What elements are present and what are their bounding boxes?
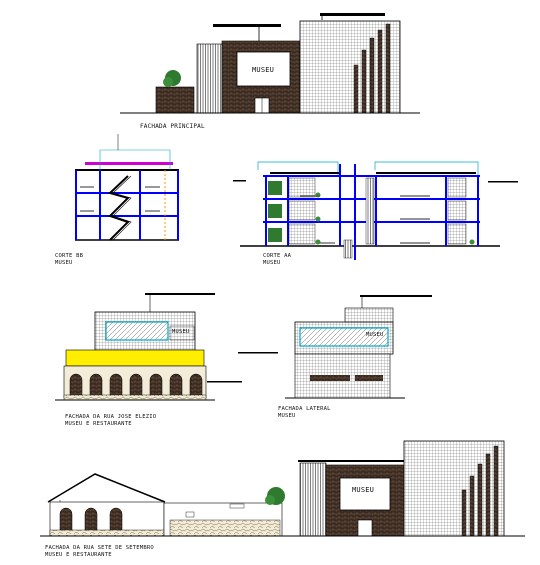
sign-museu-principal: MUSEU	[252, 66, 275, 74]
subtitle-fachada-sete: MUSEU E RESTAURANTE	[45, 552, 112, 558]
title-fachada-jose: FACHADA DA RUA JOSE ELEZIO	[65, 414, 157, 420]
title-corte-aa: CORTE AA	[263, 253, 292, 259]
sign-museu-lateral: MUSEU	[366, 332, 384, 338]
subtitle-fachada-lateral: MUSEU	[278, 413, 296, 419]
subtitle-fachada-jose: MUSEU E RESTAURANTE	[65, 421, 132, 427]
subtitle-corte-bb: MUSEU	[55, 260, 73, 266]
fachada-jose-elezio-elevation	[55, 293, 242, 401]
title-fachada-lateral: FACHADA LATERAL	[278, 406, 331, 412]
fachada-principal-elevation	[120, 13, 420, 114]
fachada-sete-setembro-elevation	[40, 440, 525, 537]
title-fachada-principal: FACHADA PRINCIPAL	[140, 123, 205, 130]
corte-bb-section	[75, 134, 179, 241]
title-fachada-sete: FACHADA DA RUA SETE DE SETEMBRO	[45, 545, 154, 551]
title-corte-bb: CORTE BB	[55, 253, 84, 259]
subtitle-corte-aa: MUSEU	[263, 260, 281, 266]
sign-museu-sete: MUSEU	[352, 486, 375, 494]
corte-aa-section	[233, 161, 518, 260]
sign-museu-jose: MUSEU	[172, 329, 190, 335]
fachada-lateral-elevation	[238, 295, 432, 399]
